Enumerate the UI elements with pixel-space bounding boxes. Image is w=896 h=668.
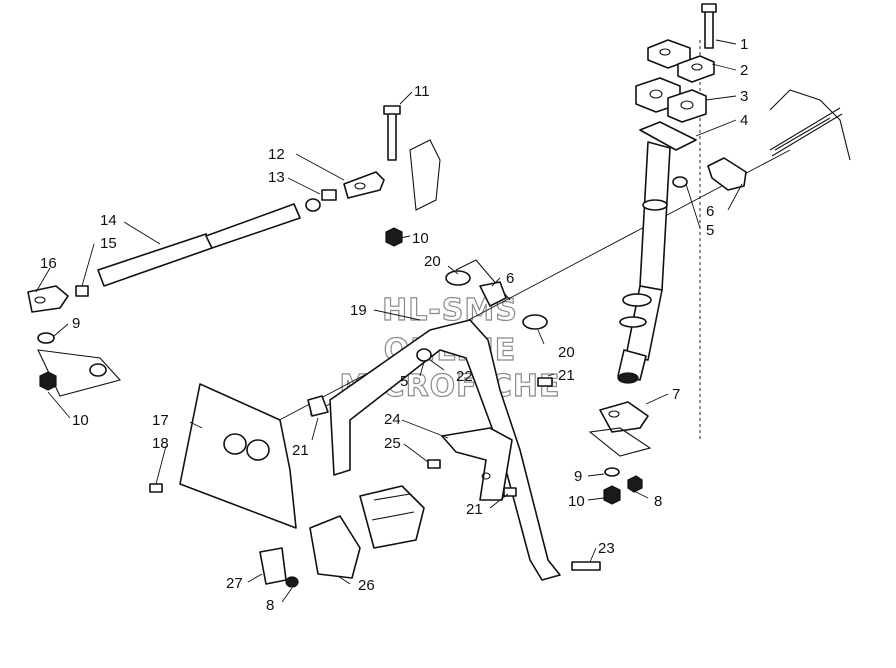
screw-18 — [149, 483, 163, 493]
callout-5-right: 5 — [706, 222, 714, 239]
screw-25 — [427, 459, 441, 469]
module-26 — [309, 515, 361, 579]
steering-column — [588, 3, 747, 505]
callout-9-right: 9 — [574, 468, 582, 485]
bracket-27 — [259, 547, 287, 585]
washer-5 — [672, 176, 688, 188]
bracket-6 — [707, 157, 747, 191]
callout-2: 2 — [740, 62, 748, 79]
steering-shaft — [639, 141, 671, 291]
callout-15: 15 — [100, 235, 117, 252]
callout-21-right: 21 — [558, 367, 575, 384]
callout-1: 1 — [740, 36, 748, 53]
nut-8-lower — [285, 576, 299, 588]
callout-9-left: 9 — [72, 315, 80, 332]
callout-21-left: 21 — [292, 442, 309, 459]
rod-end-12 — [343, 171, 385, 199]
callout-6-right: 6 — [706, 203, 714, 220]
main-frame-19 — [307, 259, 561, 581]
callout-19: 19 — [350, 302, 367, 319]
bolt-1 — [704, 7, 714, 49]
callout-10-top: 10 — [412, 230, 429, 247]
callout-7: 7 — [672, 386, 680, 403]
rod-end-16 — [27, 285, 69, 313]
leader-lines — [35, 39, 743, 603]
washer-9 — [604, 467, 620, 477]
callout-21-lower: 21 — [466, 501, 483, 518]
callout-27: 27 — [226, 575, 243, 592]
callout-6-frame: 6 — [506, 270, 514, 287]
callout-22: 22 — [456, 368, 473, 385]
callout-8-right: 8 — [654, 493, 662, 510]
column-plate-4 — [639, 121, 697, 151]
callout-16: 16 — [40, 255, 57, 272]
nut-8 — [627, 475, 643, 493]
jam-nut-15 — [75, 285, 89, 297]
tie-rod-assembly — [27, 105, 441, 397]
callout-11: 11 — [414, 83, 430, 100]
callout-10-left: 10 — [72, 412, 89, 429]
nut-10-upper — [385, 227, 403, 247]
bolt-23 — [571, 561, 601, 571]
connector-block — [359, 485, 425, 549]
bracket-24 — [427, 427, 513, 501]
frame-fragment — [769, 89, 851, 161]
callout-4: 4 — [740, 112, 748, 129]
callout-14: 14 — [100, 212, 117, 229]
pitman-arm-7 — [599, 401, 649, 433]
callout-18: 18 — [152, 435, 169, 452]
callout-5-frame: 5 — [400, 373, 408, 390]
callout-17: 17 — [152, 412, 169, 429]
shield-plate-17 — [149, 383, 297, 529]
nut-10 — [603, 485, 621, 505]
module-group — [259, 485, 601, 588]
grommet-20-right — [522, 314, 548, 330]
grommet-20-top — [445, 270, 471, 286]
bolt-11 — [387, 109, 397, 161]
callout-3: 3 — [740, 88, 748, 105]
callout-10-right: 10 — [568, 493, 585, 510]
callout-20-right: 20 — [558, 344, 575, 361]
callout-20-top: 20 — [424, 253, 441, 270]
callout-24: 24 — [384, 411, 401, 428]
callout-23: 23 — [598, 540, 615, 557]
callout-12: 12 — [268, 146, 285, 163]
callouts: 1 2 3 4 6 5 7 9 10 8 11 12 13 14 15 16 9… — [40, 36, 748, 614]
jam-nut-13 — [321, 189, 337, 201]
callout-13: 13 — [268, 169, 285, 186]
bracket-6-frame — [479, 281, 507, 307]
callout-26: 26 — [358, 577, 375, 594]
callout-8-lower: 8 — [266, 597, 274, 614]
callout-25: 25 — [384, 435, 401, 452]
